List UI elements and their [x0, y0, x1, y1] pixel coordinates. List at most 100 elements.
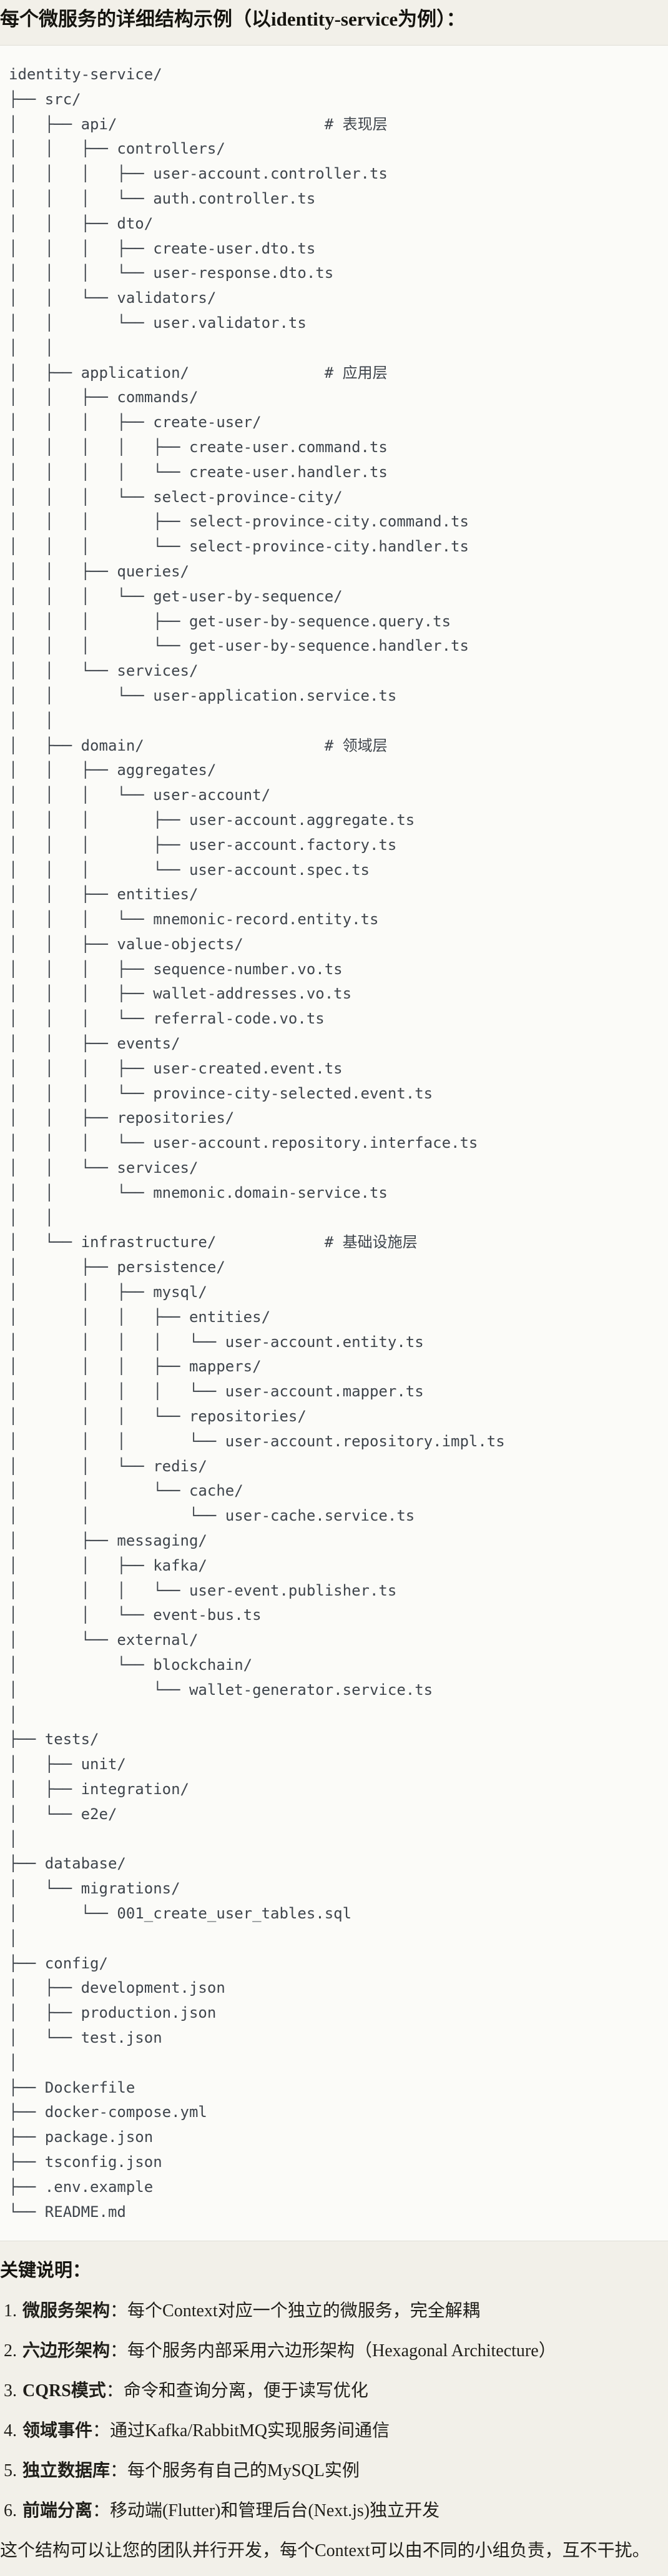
tree-line: │ │ ├── entities/: [9, 886, 199, 904]
tree-line: │ │ │ ├── wallet-addresses.vo.ts: [9, 985, 352, 1003]
tree-line: │ │ │ ├── user-account.factory.ts: [9, 836, 397, 854]
list-item-label: 独立数据库: [22, 2461, 111, 2481]
tree-line: │ ├── unit/: [9, 1755, 126, 1774]
tree-line: │ │ ├── kafka/: [9, 1556, 207, 1574]
tree-line: ├── database/: [9, 1855, 126, 1873]
list-item-label: CQRS模式: [22, 2381, 106, 2401]
list-item-description: 每个Context对应一个独立的微服务，完全解耦: [127, 2301, 480, 2321]
list-item-colon: ：: [110, 2301, 128, 2321]
tree-line: │ └── wallet-generator.service.ts: [9, 1680, 433, 1699]
list-item-colon: ：: [110, 2461, 128, 2481]
tree-line: │ │ ├── dto/: [9, 214, 154, 232]
tree-line: │ │: [9, 338, 54, 357]
tree-line: │ │ │ ├── create-user.dto.ts: [9, 239, 316, 257]
code-block: identity-service/├── src/│ ├── api/ # 表现…: [0, 45, 668, 2242]
list-item-colon: ：: [110, 2341, 128, 2361]
tree-line: │ │ │ └── user-account.repository.interf…: [9, 1134, 478, 1152]
list-item-number: 5.: [4, 2461, 17, 2481]
tree-line: │ │ └── validators/: [9, 289, 217, 307]
list-item-description: 通过Kafka/RabbitMQ实现服务间通信: [110, 2421, 390, 2441]
list-item: 1.微服务架构：每个Context对应一个独立的微服务，完全解耦: [0, 2299, 668, 2324]
list-item-colon: ：: [106, 2381, 124, 2401]
tree-line: │ │: [9, 1208, 54, 1226]
list-item: 4.领域事件：通过Kafka/RabbitMQ实现服务间通信: [0, 2419, 668, 2444]
tree-line: ├── Dockerfile: [9, 2078, 135, 2096]
tree-line: │ │ │ ├── mappers/: [9, 1358, 262, 1376]
list-item-description: 每个服务内部采用六边形架构（Hexagonal Architecture）: [127, 2341, 556, 2361]
tree-line: │ │ │ └── user-account.spec.ts: [9, 861, 370, 879]
tree-line: │ │ │ └── referral-code.vo.ts: [9, 1010, 325, 1028]
tree-line: │ │ │ ├── entities/: [9, 1308, 271, 1326]
tree-line: │ │ │ └── get-user-by-sequence.handler.t…: [9, 637, 469, 655]
tree-line: │ └── e2e/: [9, 1805, 117, 1823]
tree-line: │ │ │ └── mnemonic-record.entity.ts: [9, 910, 379, 929]
tree-line: │ │ ├── queries/: [9, 562, 189, 580]
tree-line: │ │ ├── aggregates/: [9, 761, 217, 779]
tree-line: │ │ │ └── user-account/: [9, 786, 271, 804]
list-item-description: 命令和查询分离，便于读写优化: [123, 2381, 368, 2401]
list-item-label: 六边形架构: [22, 2341, 111, 2361]
tree-line: │ │ │ └── repositories/: [9, 1408, 307, 1426]
list-item-number: 3.: [4, 2381, 17, 2401]
tree-line: │ ├── api/ # 表现层: [9, 115, 388, 133]
tree-line: ├── .env.example: [9, 2178, 154, 2196]
tree-line: │ │ │ ├── sequence-number.vo.ts: [9, 960, 343, 978]
tree-line: │ │ └── user.validator.ts: [9, 313, 307, 332]
tree-line: │ │ │ │ └── user-account.entity.ts: [9, 1333, 424, 1351]
list-item-number: 6.: [4, 2501, 17, 2521]
list-item-colon: ：: [92, 2501, 111, 2521]
list-item: 6.前端分离：移动端(Flutter)和管理后台(Next.js)独立开发: [0, 2499, 668, 2524]
tree-line: │ │ ├── repositories/: [9, 1109, 235, 1127]
tree-line: ├── config/: [9, 1954, 108, 1972]
list-item-number: 4.: [4, 2421, 17, 2441]
list-item-description: 每个服务有自己的MySQL实例: [127, 2461, 360, 2481]
list-item-text: 六边形架构：每个服务内部采用六边形架构（Hexagonal Architectu…: [22, 2339, 668, 2364]
tree-line: │ │ │ └── select-province-city/: [9, 488, 343, 506]
tree-line: │ ├── persistence/: [9, 1258, 225, 1276]
tree-line: │ └── 001_create_user_tables.sql: [9, 1904, 352, 1922]
tree-line: │ │ ├── mysql/: [9, 1283, 207, 1301]
list-item-text: 前端分离：移动端(Flutter)和管理后台(Next.js)独立开发: [22, 2499, 668, 2524]
tree-line: │ └── external/: [9, 1631, 199, 1649]
tree-line: │ │ └── user-cache.service.ts: [9, 1507, 415, 1525]
tree-line: │ ├── messaging/: [9, 1532, 207, 1550]
tree-line: ├── docker-compose.yml: [9, 2103, 207, 2121]
tree-line: │ └── migrations/: [9, 1880, 180, 1898]
tree-line: ├── src/: [9, 90, 81, 108]
tree-line: │ │ │ ├── select-province-city.command.t…: [9, 513, 469, 531]
tree-line: │ └── blockchain/: [9, 1656, 253, 1674]
list-item-label: 领域事件: [22, 2421, 93, 2441]
tree-line: ├── tsconfig.json: [9, 2153, 162, 2171]
tree-line: │ │ │ │ └── user-account.mapper.ts: [9, 1383, 424, 1401]
tree-line: │ │ │ ├── user-account.aggregate.ts: [9, 811, 415, 829]
page-title: 每个微服务的详细结构示例（以identity-service为例）：: [0, 8, 466, 30]
tree-line: │ ├── integration/: [9, 1780, 189, 1798]
list-item-text: 领域事件：通过Kafka/RabbitMQ实现服务间通信: [22, 2419, 668, 2444]
tree-line: │ │ └── user-application.service.ts: [9, 686, 397, 704]
tree-line: │ │ │ └── get-user-by-sequence/: [9, 587, 343, 605]
list-item-label: 前端分离: [22, 2501, 93, 2521]
tree-line: │ │ └── mnemonic.domain-service.ts: [9, 1183, 388, 1202]
list-item: 5.独立数据库：每个服务有自己的MySQL实例: [0, 2459, 668, 2484]
tree-line: │ │ │ ├── user-created.event.ts: [9, 1059, 343, 1077]
list-item: 2.六边形架构：每个服务内部采用六边形架构（Hexagonal Architec…: [0, 2339, 668, 2364]
tree-line: │ │ └── services/: [9, 662, 199, 680]
list-item-number: 2.: [4, 2341, 17, 2361]
tree-line: ├── tests/: [9, 1730, 99, 1749]
list-item-description: 移动端(Flutter)和管理后台(Next.js)独立开发: [110, 2501, 440, 2521]
tree-line: │ └── test.json: [9, 2028, 162, 2046]
list-item: 3.CQRS模式：命令和查询分离，便于读写优化: [0, 2379, 668, 2404]
tree-line: │: [9, 1929, 18, 1947]
tree-line: │ │ ├── commands/: [9, 388, 199, 407]
tree-line: │ │ │ └── user-event.publisher.ts: [9, 1581, 397, 1599]
tree-line: │ ├── development.json: [9, 1979, 225, 1997]
list-item-label: 微服务架构: [22, 2301, 111, 2321]
file-tree: identity-service/├── src/│ ├── api/ # 表现…: [9, 62, 659, 2224]
tree-line: │: [9, 1830, 18, 1848]
tree-line: │ │ │ ├── user-account.controller.ts: [9, 165, 388, 183]
list-item-text: CQRS模式：命令和查询分离，便于读写优化: [22, 2379, 668, 2404]
list-item-number: 1.: [4, 2301, 17, 2321]
tree-line: │ │ │ └── user-response.dto.ts: [9, 264, 334, 282]
